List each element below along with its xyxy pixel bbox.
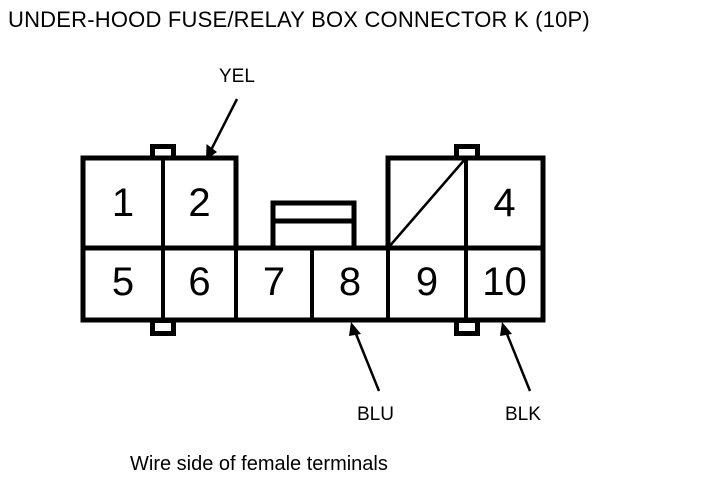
pin-number-6: 6 (188, 260, 211, 304)
leader-arrow-yel (206, 98, 239, 160)
pin-number-5: 5 (111, 260, 135, 304)
wire-label-blk: BLK (505, 404, 541, 425)
pin-number-1: 1 (111, 181, 135, 225)
pin-number-10: 10 (482, 260, 527, 304)
wire-label-yel: YEL (219, 66, 255, 87)
pin-number-9: 9 (415, 260, 439, 304)
leader-arrow-blk (500, 322, 532, 392)
pin-number-7: 7 (262, 260, 286, 304)
wire-label-blu: BLU (357, 404, 394, 425)
pin-number-2: 2 (188, 181, 211, 225)
blank-cavity-diagonal (387, 157, 467, 249)
figure-caption: Wire side of female terminals (130, 453, 388, 475)
page-title: UNDER-HOOD FUSE/RELAY BOX CONNECTOR K (1… (8, 7, 590, 32)
pin-number-8: 8 (338, 260, 362, 304)
pin-number-4: 4 (493, 181, 516, 225)
leader-arrow-blu (349, 322, 381, 392)
